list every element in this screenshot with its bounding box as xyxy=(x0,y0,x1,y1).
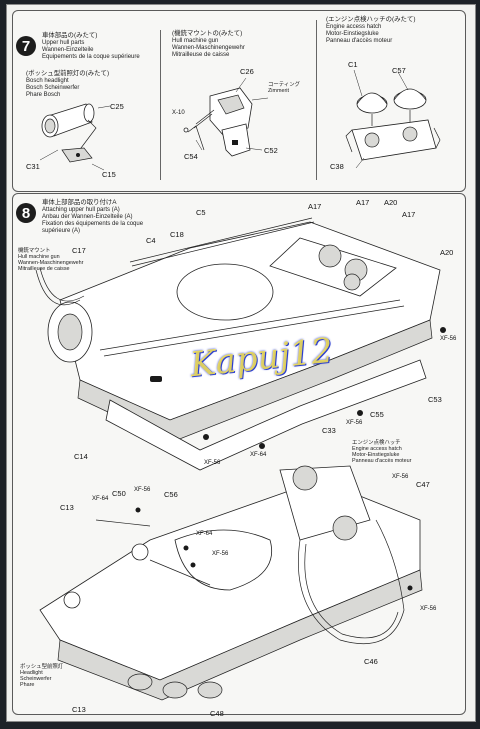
part-C33: C33 xyxy=(322,426,336,435)
hatch-subtitle-de: Motor-Einstiegsluke xyxy=(326,31,379,37)
step-7-title: 車体部品の(みたて) Upper hull parts Wannen-Einze… xyxy=(42,32,140,61)
part-XF-56-f: XF-56 xyxy=(392,474,409,480)
part-XF-64-b: XF-64 xyxy=(92,496,109,502)
headlight-note-jp: ボッシュ型前照灯 xyxy=(20,664,64,670)
hatch-subtitle-fr: Panneau d'accès moteur xyxy=(326,38,393,44)
coating-de: Zimmerit xyxy=(268,88,289,94)
step-7-divider-1 xyxy=(160,30,161,180)
part-C15: C15 xyxy=(102,170,116,179)
headlight-subtitle-fr: Phare Bosch xyxy=(26,92,61,98)
step-7-title-en: Upper hull parts xyxy=(42,40,85,46)
mg-note-fr: Mitrailleuse de caisse xyxy=(18,266,70,272)
step-7-title-jp: 車体部品の(みたて) xyxy=(42,32,98,39)
step-7-title-de: Wannen-Einzelteile xyxy=(42,47,94,53)
step-8-number: 8 xyxy=(16,203,36,223)
mg-mount-drawing xyxy=(183,77,269,157)
engine-hatch-drawing xyxy=(345,69,441,169)
part-XF-56-c: XF-56 xyxy=(204,460,221,466)
headlight-subtitle: (ボッシュ型前照灯の(みたて) Bosch headlight Bosch Sc… xyxy=(26,70,109,99)
part-C25: C25 xyxy=(110,102,124,111)
hatch-subtitle: (エンジン点検ハッチの(みたて) Engine access hatch Mot… xyxy=(326,16,415,45)
step-7-title-fr: Equipements de la coque supérieure xyxy=(42,54,140,60)
headlight-note-fr: Phare xyxy=(20,682,35,688)
part-C55: C55 xyxy=(370,410,384,419)
headlight-drawing xyxy=(39,103,111,171)
part-C4: C4 xyxy=(146,236,156,245)
part-XF-56-b: XF-56 xyxy=(346,420,363,426)
part-C5: C5 xyxy=(196,208,206,217)
hatch-subtitle-en: Engine access hatch xyxy=(326,24,382,30)
mg-note-de: Wannen-Maschinengewehr xyxy=(18,260,84,266)
mg-subtitle-jp: (機銃マウントの(みたて) xyxy=(172,30,243,37)
hatch-note-de: Motor-Einstiegsluke xyxy=(352,452,400,458)
lower-hull-drawing xyxy=(39,465,423,701)
headlight-subtitle-de: Bosch Scheinwerfer xyxy=(26,85,80,91)
part-C38: C38 xyxy=(330,162,344,171)
step-8-title-jp: 車体上部部品の取り付けA xyxy=(42,199,117,206)
part-C50: C50 xyxy=(112,489,126,498)
part-XF-64-c: XF-64 xyxy=(196,531,213,537)
part-C13-a: C13 xyxy=(60,503,74,512)
part-C31: C31 xyxy=(26,162,40,171)
part-C46: C46 xyxy=(364,657,378,666)
part-X-10: X-10 xyxy=(172,110,185,116)
hatch-note-fr: Panneau d'accès moteur xyxy=(352,458,412,464)
coating-note: コーティング Zimmerit xyxy=(268,82,300,94)
part-C1: C1 xyxy=(348,60,358,69)
part-C48: C48 xyxy=(210,709,224,718)
part-C54: C54 xyxy=(184,152,198,161)
step-7-number: 7 xyxy=(16,36,36,56)
step-8-title-de: Anbau der Wannen-Einzelteile (A) xyxy=(42,214,133,220)
hatch-note: エンジン点検ハッチ Engine access hatch Motor-Eins… xyxy=(352,440,411,464)
part-XF-56-g: XF-56 xyxy=(420,606,437,612)
mg-note: 機銃マウント Hull machine gun Wannen-Maschinen… xyxy=(18,248,83,272)
part-C52: C52 xyxy=(264,146,278,155)
headlight-note-de: Scheinwerfer xyxy=(20,676,52,682)
part-C26: C26 xyxy=(240,67,254,76)
hatch-note-en: Engine access hatch xyxy=(352,446,402,452)
part-C17: C17 xyxy=(72,246,86,255)
headlight-subtitle-jp: (ボッシュ型前照灯の(みたて) xyxy=(26,70,110,77)
part-C13-b: C13 xyxy=(72,705,86,714)
part-C18: C18 xyxy=(170,230,184,239)
part-A17-b: A17 xyxy=(356,198,370,207)
headlight-note-en: Headlight xyxy=(20,670,43,676)
step-8-title-fr: Fixation des équipements de la coque xyxy=(42,221,144,227)
part-XF-56-d: XF-56 xyxy=(134,487,151,493)
hatch-subtitle-jp: (エンジン点検ハッチの(みたて) xyxy=(326,16,416,23)
mg-subtitle-en: Hull machine gun xyxy=(172,38,219,44)
part-C53: C53 xyxy=(428,395,442,404)
part-A20-b: A20 xyxy=(440,248,454,257)
mg-note-jp: 機銃マウント xyxy=(18,248,51,254)
part-XF-56-a: XF-56 xyxy=(440,336,457,342)
part-A17-a: A17 xyxy=(308,202,322,211)
step-8-title-fr2: supérieure (A) xyxy=(42,228,81,234)
part-A17-c: A17 xyxy=(402,210,416,219)
step-8-title: 車体上部部品の取り付けA Attaching upper hull parts … xyxy=(42,199,143,235)
mg-subtitle-fr: Mitrailleuse de caisse xyxy=(172,52,230,58)
step-7-divider-2 xyxy=(316,20,317,180)
part-XF-64: XF-64 xyxy=(250,452,267,458)
step-8-title-en: Attaching upper hull parts (A) xyxy=(42,207,120,213)
part-C57: C57 xyxy=(392,66,406,75)
upper-hull-drawing xyxy=(35,217,446,471)
part-C56: C56 xyxy=(164,490,178,499)
coating-jp: コーティング xyxy=(268,82,301,88)
mg-note-en: Hull machine gun xyxy=(18,254,60,260)
part-A20-a: A20 xyxy=(384,198,398,207)
mg-subtitle: (機銃マウントの(みたて) Hull machine gun Wannen-Ma… xyxy=(172,30,245,59)
hatch-note-jp: エンジン点検ハッチ xyxy=(352,440,401,446)
headlight-subtitle-en: Bosch headlight xyxy=(26,78,69,84)
part-XF-56-e: XF-56 xyxy=(212,551,229,557)
mg-subtitle-de: Wannen-Maschinengewehr xyxy=(172,45,245,51)
headlight-note: ボッシュ型前照灯 Headlight Scheinwerfer Phare xyxy=(20,664,63,688)
part-C47: C47 xyxy=(416,480,430,489)
part-C14: C14 xyxy=(74,452,88,461)
